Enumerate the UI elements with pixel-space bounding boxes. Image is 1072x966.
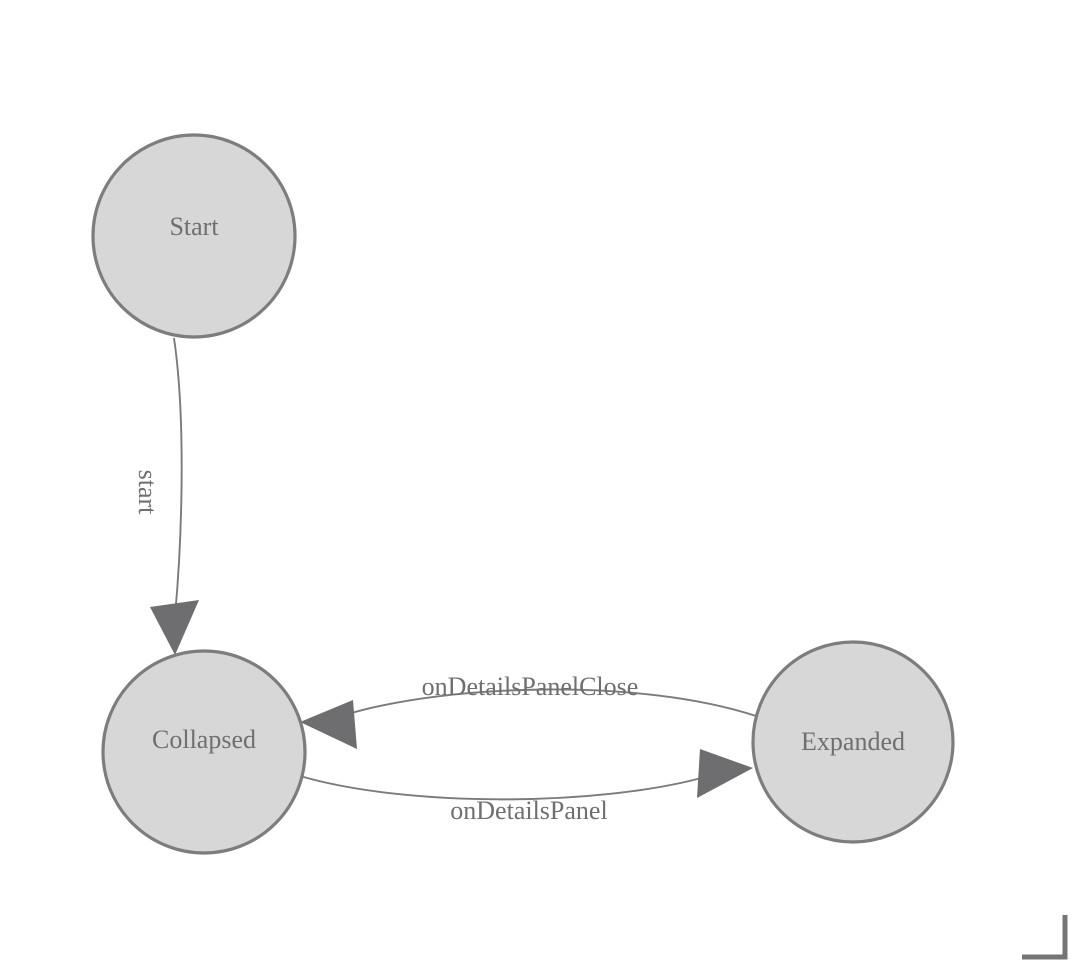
edge-path-collapsed-to-expanded [299,775,706,801]
edge-path-start-to-collapsed [173,337,183,617]
node-collapsed-label: Collapsed [152,725,256,754]
node-expanded[interactable]: Expanded [751,640,955,844]
edge-label-start: start [133,470,162,516]
node-start[interactable]: Start [91,133,297,339]
node-expanded-circle [751,640,955,844]
edge-path-expanded-to-collapsed [347,688,757,717]
node-collapsed-circle [101,649,307,855]
node-collapsed[interactable]: Collapsed [101,649,307,855]
edge-collapsed-to-expanded[interactable] [299,749,753,801]
arrowhead-into-collapsed-right [300,700,357,749]
edge-expanded-to-collapsed[interactable] [300,688,757,749]
edge-label-on-details-panel-close: onDetailsPanelClose [422,672,639,701]
arrowhead-into-expanded [697,749,753,798]
node-start-label: Start [169,212,219,241]
edge-label-on-details-panel: onDetailsPanel [450,796,607,825]
arrowhead-into-collapsed-top [150,600,199,655]
edge-start-to-collapsed[interactable] [150,337,199,655]
node-expanded-label: Expanded [801,727,905,756]
resize-corner-mark[interactable] [1022,915,1068,960]
node-start-circle [91,133,297,339]
